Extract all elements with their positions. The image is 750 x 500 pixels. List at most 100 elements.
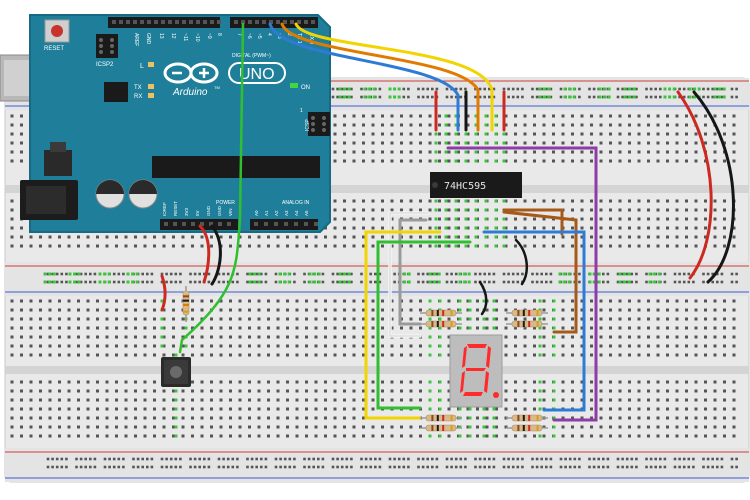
hole bbox=[504, 425, 508, 429]
reset-button-cap[interactable] bbox=[51, 25, 63, 37]
hole bbox=[267, 335, 270, 339]
connected-hole bbox=[538, 326, 542, 330]
hole bbox=[286, 416, 289, 420]
hole bbox=[362, 344, 365, 348]
connected-hole bbox=[492, 308, 496, 312]
hole bbox=[343, 389, 346, 393]
connected-hole bbox=[338, 95, 342, 99]
hole bbox=[238, 416, 242, 420]
hole bbox=[666, 217, 669, 221]
connected-hole bbox=[588, 280, 592, 284]
rail-hole bbox=[516, 272, 520, 276]
hole bbox=[39, 398, 42, 402]
hole bbox=[675, 326, 679, 330]
wire-yellow-latch[interactable] bbox=[294, 22, 494, 132]
connected-hole bbox=[484, 159, 488, 163]
hole bbox=[723, 416, 726, 420]
connected-hole bbox=[688, 95, 692, 99]
push-button[interactable] bbox=[161, 357, 191, 387]
hole bbox=[29, 235, 33, 239]
hole bbox=[153, 398, 156, 402]
hole bbox=[609, 353, 612, 357]
hole bbox=[647, 425, 650, 429]
rail-hole bbox=[621, 87, 624, 91]
rail-hole bbox=[397, 465, 401, 469]
hole bbox=[219, 398, 223, 402]
hole bbox=[295, 416, 299, 420]
rail-hole bbox=[445, 280, 449, 284]
hole bbox=[181, 326, 185, 330]
wire-purple[interactable] bbox=[446, 146, 598, 422]
hole bbox=[200, 244, 204, 248]
hole bbox=[599, 389, 603, 393]
digital-pin-label: RX 0 bbox=[308, 33, 314, 44]
wire-black-gnd[interactable] bbox=[210, 224, 222, 286]
wire-yellow-segment[interactable] bbox=[364, 230, 442, 420]
hole bbox=[466, 416, 470, 420]
wire-red-5v[interactable] bbox=[198, 224, 211, 284]
rail-hole bbox=[407, 465, 410, 469]
connected-hole bbox=[468, 425, 472, 429]
hole bbox=[713, 199, 717, 203]
hole bbox=[267, 235, 270, 239]
hole bbox=[86, 407, 90, 411]
wire-black-short-1[interactable] bbox=[514, 238, 529, 286]
hole bbox=[685, 150, 688, 154]
hole bbox=[428, 114, 432, 118]
wire-gray[interactable] bbox=[398, 218, 428, 326]
hole bbox=[29, 425, 33, 429]
hole bbox=[219, 425, 223, 429]
hole bbox=[647, 398, 650, 402]
hole bbox=[39, 344, 42, 348]
hole bbox=[67, 308, 71, 312]
connected-hole bbox=[444, 150, 448, 154]
rail-hole bbox=[260, 457, 263, 461]
wire-red-rail-right[interactable] bbox=[676, 90, 713, 280]
rail-hole bbox=[540, 280, 543, 284]
hole bbox=[105, 299, 109, 303]
wire-black-rail-right[interactable] bbox=[692, 90, 735, 284]
rail-hole bbox=[231, 457, 235, 461]
wire-black-short-2[interactable] bbox=[478, 280, 488, 316]
arduino-logo-icon bbox=[163, 62, 219, 84]
hole bbox=[685, 425, 688, 429]
rail-hole bbox=[654, 465, 657, 469]
wire-green-button[interactable] bbox=[178, 22, 245, 354]
wire-red-button[interactable] bbox=[160, 274, 167, 312]
rail-hole bbox=[478, 465, 482, 469]
rail-hole bbox=[478, 95, 482, 99]
connected-hole bbox=[464, 235, 468, 239]
connected-hole bbox=[502, 199, 506, 203]
hole bbox=[694, 434, 698, 438]
wire-brown[interactable] bbox=[502, 208, 564, 236]
rail-hole bbox=[378, 272, 382, 276]
push-button-cap[interactable] bbox=[170, 366, 182, 378]
connected-hole bbox=[434, 132, 438, 136]
rail-hole bbox=[169, 280, 173, 284]
hole bbox=[485, 326, 489, 330]
wire-green-segment[interactable] bbox=[376, 240, 472, 410]
hole bbox=[191, 308, 194, 312]
hole bbox=[238, 244, 242, 248]
hole bbox=[637, 434, 641, 438]
hole bbox=[704, 344, 707, 348]
connected-hole bbox=[131, 280, 135, 284]
hole bbox=[181, 398, 185, 402]
hole bbox=[599, 326, 603, 330]
hole bbox=[67, 398, 71, 402]
rail-hole bbox=[502, 457, 506, 461]
hole bbox=[609, 114, 612, 118]
rail-hole bbox=[421, 95, 425, 99]
hole bbox=[96, 434, 99, 438]
hole bbox=[314, 416, 318, 420]
wire-blue-data[interactable] bbox=[268, 22, 460, 132]
hole bbox=[77, 380, 80, 384]
hole bbox=[447, 407, 451, 411]
rail-hole bbox=[317, 465, 320, 469]
hole bbox=[637, 159, 641, 163]
wire-brown-long[interactable] bbox=[502, 210, 578, 334]
hole bbox=[495, 407, 498, 411]
wire-orange-clock[interactable] bbox=[280, 22, 480, 132]
connected-hole bbox=[468, 434, 472, 438]
wire-blue-segment[interactable] bbox=[482, 230, 586, 412]
